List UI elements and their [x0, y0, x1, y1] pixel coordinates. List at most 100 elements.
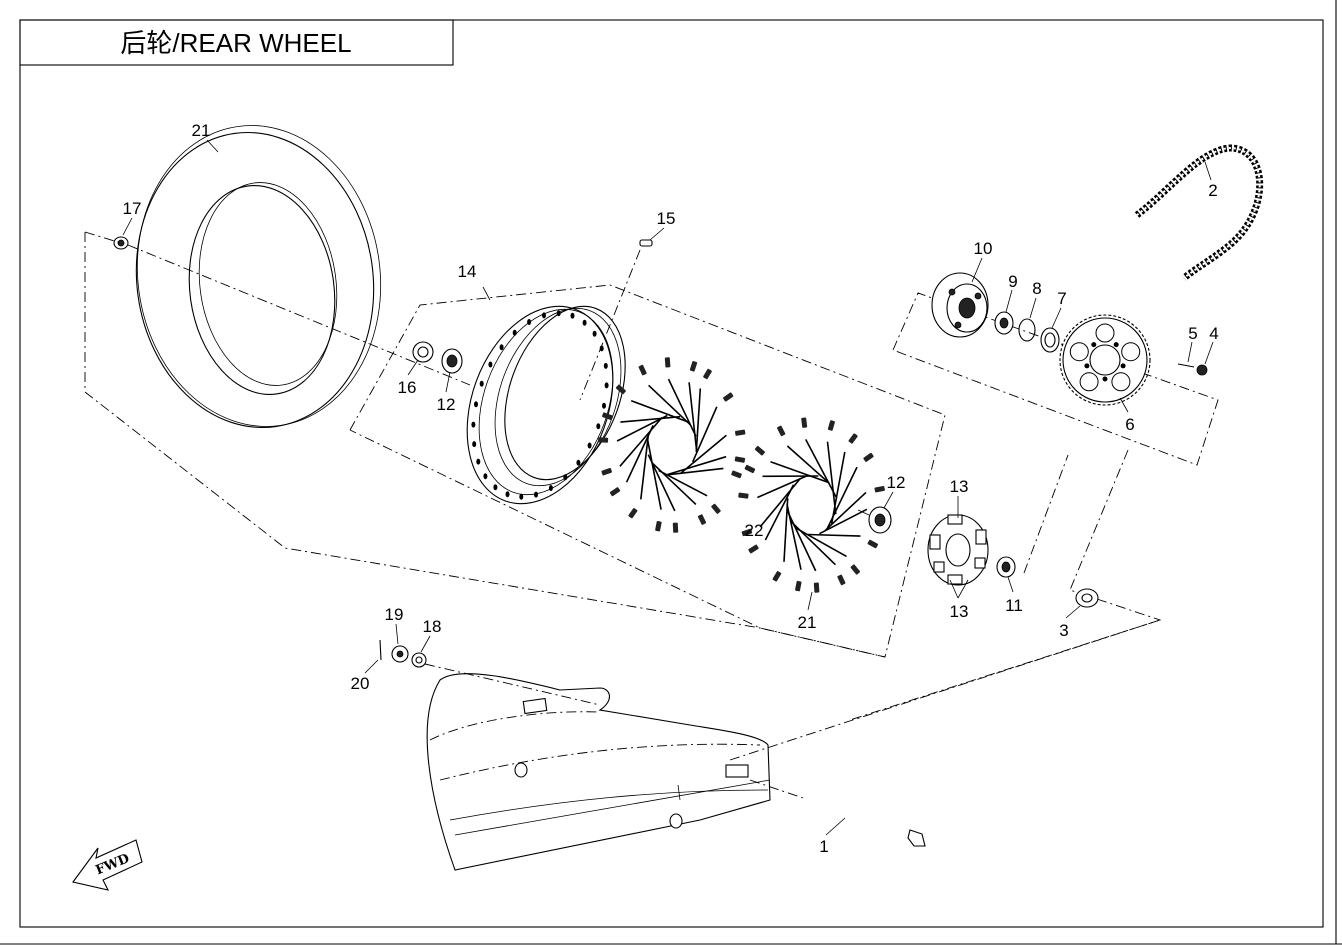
spoke-nipple — [738, 492, 749, 499]
callout-20: 20 — [351, 674, 370, 693]
spoke-nipple — [723, 392, 734, 402]
rim-spoke-hole — [472, 441, 477, 448]
spoke-nipple — [731, 470, 742, 479]
callout-7: 7 — [1057, 289, 1066, 308]
spoke — [667, 378, 697, 437]
sprocket-bolt-hole — [1120, 363, 1126, 369]
spoke — [658, 469, 708, 497]
callout-10: 10 — [974, 239, 993, 258]
rim-spoke-hole — [488, 361, 493, 368]
spoke-nipple — [638, 364, 647, 376]
spoke — [826, 466, 858, 530]
bearing-12-right — [857, 506, 892, 534]
cush-drive-damper-13 — [927, 514, 989, 586]
washer-18 — [411, 652, 427, 668]
rim-spoke-hole — [542, 312, 546, 319]
callout-3: 3 — [1059, 621, 1068, 640]
spoke — [770, 460, 829, 484]
rim-spoke-hole — [512, 329, 517, 336]
spoke — [619, 416, 663, 467]
spoke-nipple — [689, 361, 698, 372]
sprocket-bolt-hole — [1113, 342, 1119, 348]
callout-19: 19 — [385, 605, 404, 624]
callout-2: 2 — [1208, 181, 1217, 200]
rim-spoke-hole — [527, 319, 532, 325]
callout-leaders — [122, 139, 1214, 836]
spoke-nipple — [863, 452, 874, 462]
callout-13-bottom: 13 — [950, 602, 969, 621]
spoke — [795, 527, 847, 558]
spoke — [764, 484, 795, 541]
axle-1 — [802, 797, 926, 847]
spoke-nipple — [655, 520, 662, 532]
rim-spoke-hole — [548, 485, 553, 491]
sprocket-window — [1111, 372, 1131, 392]
spoke-nipple — [598, 437, 609, 443]
spoke-nipple — [615, 384, 626, 395]
callout-12-left: 12 — [437, 395, 456, 414]
circlip-8 — [1018, 318, 1036, 342]
spoke-nipple — [602, 412, 613, 420]
spoke-nipple — [744, 464, 756, 474]
spoke — [804, 439, 837, 498]
spoke-nipple — [628, 508, 638, 519]
rim-spoke-hole — [499, 344, 504, 351]
cotter-pin-20 — [379, 639, 382, 661]
sprocket-bolt-hole — [1091, 342, 1097, 348]
callout-11: 11 — [1005, 596, 1023, 615]
rim-spoke-hole — [505, 491, 510, 498]
diagram-title: 后轮/REAR WHEEL — [120, 28, 351, 58]
swingarm — [426, 673, 771, 871]
callout-5: 5 — [1188, 324, 1197, 343]
spoke — [790, 521, 836, 566]
rim-spoke-hole — [476, 458, 481, 465]
callout-6: 6 — [1125, 415, 1134, 434]
callout-8: 8 — [1032, 279, 1041, 298]
rim-spoke-hole — [599, 345, 604, 352]
spoke — [691, 406, 718, 463]
rim-spoke-hole — [483, 473, 488, 480]
spoke-nipple — [874, 485, 885, 493]
rim-spoke-hole — [570, 312, 575, 319]
spoke — [786, 445, 830, 484]
spoke — [646, 438, 662, 510]
callout-numbers: 21 17 15 14 16 12 10 9 8 7 2 5 4 6 12 13… — [123, 121, 1219, 856]
rim-spoke-hole — [592, 330, 597, 337]
spoke-nipple — [697, 514, 707, 525]
rim-spoke-hole — [602, 402, 606, 409]
nut-19 — [391, 645, 409, 663]
spoke — [786, 510, 817, 572]
rim-spoke-hole — [556, 310, 561, 317]
spoke-nipple — [867, 539, 879, 549]
spoke — [695, 388, 702, 453]
spoke — [651, 461, 697, 505]
spoke — [830, 451, 846, 524]
title-block: 后轮/REAR WHEEL — [19, 19, 454, 66]
bearing-12-left — [441, 348, 463, 374]
spoke-nipple — [734, 456, 746, 463]
rim-spoke-hole — [493, 484, 498, 491]
spoke-nipple — [741, 528, 753, 537]
spoke — [648, 384, 692, 426]
spoke — [819, 508, 868, 535]
callout-4: 4 — [1209, 324, 1218, 343]
spoke-nipple — [664, 357, 671, 368]
spoke — [757, 474, 809, 499]
spoke-nipple — [848, 433, 858, 444]
spoke — [680, 434, 727, 474]
spoke — [759, 477, 801, 528]
spoke — [826, 441, 837, 515]
spoke-nipple — [735, 429, 746, 436]
rim-spoke-hole — [582, 319, 587, 326]
callout-1: 1 — [819, 837, 828, 856]
spoke — [786, 504, 802, 570]
spoke — [688, 382, 698, 451]
spoke — [668, 467, 724, 476]
callout-13-top: 13 — [950, 477, 969, 496]
sprocket-bolt-hole — [1084, 363, 1090, 369]
nut-4 — [1196, 364, 1208, 376]
spoke-nipple — [801, 417, 808, 428]
rim-spoke-hole — [479, 380, 484, 387]
